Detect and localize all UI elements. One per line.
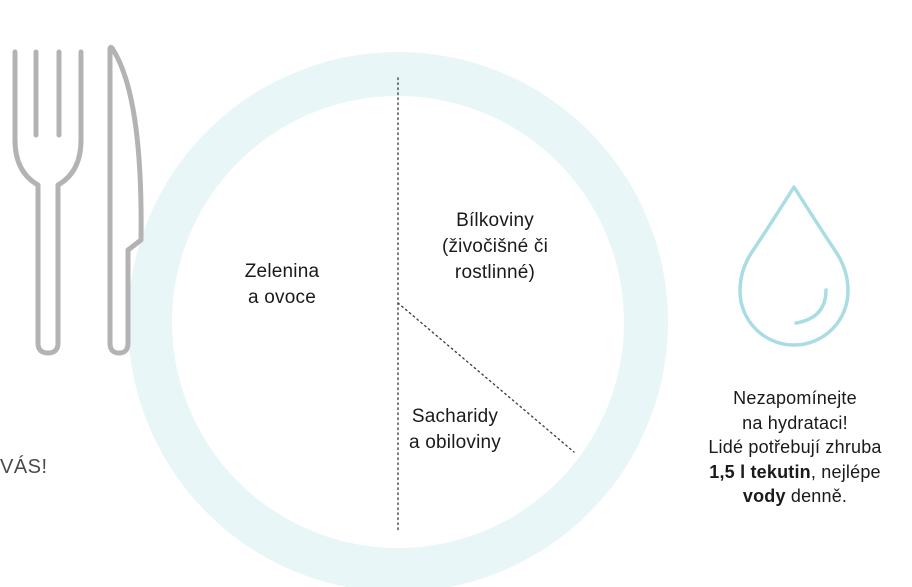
- label-carbs-line: Sacharidy: [411, 406, 499, 427]
- label-proteins-line: rostlinné): [454, 262, 536, 283]
- hydration-line: vody denně.: [680, 484, 910, 509]
- label-vegetables: Zelenina a ovoce: [212, 259, 352, 311]
- knife-icon: [107, 44, 144, 356]
- water-drop-icon: [738, 185, 850, 347]
- left-partial-text: VÁS!: [0, 456, 48, 478]
- label-carbs-line: a obiloviny: [409, 432, 501, 453]
- label-vegetables-line: a ovoce: [248, 287, 316, 308]
- label-proteins-line: (živočišné či: [441, 236, 549, 257]
- hydration-line: Lidé potřebují zhruba: [708, 437, 882, 457]
- hydration-line: 1,5 l tekutin, nejlépe: [680, 460, 910, 485]
- fork-icon: [12, 49, 84, 356]
- plate-ring: [128, 52, 668, 587]
- label-proteins-line: Bílkoviny: [456, 210, 534, 231]
- label-carbs: Sacharidy a obiloviny: [390, 404, 520, 456]
- hydration-amount: 1,5 l tekutin: [709, 461, 811, 482]
- hydration-water-rest: denně.: [785, 486, 848, 506]
- hydration-line: na hydrataci!: [742, 412, 848, 433]
- hydration-amount-rest: , nejlépe: [810, 461, 881, 482]
- hydration-note: Nezapomínejte na hydrataci! Lidé potřebu…: [680, 386, 910, 509]
- plate-divider-diagonal: [397, 302, 575, 453]
- hydration-water: vody: [742, 486, 786, 506]
- label-proteins: Bílkoviny (živočišné či rostlinné): [410, 208, 580, 286]
- hydration-line: Nezapomínejte: [733, 388, 857, 408]
- label-vegetables-line: Zelenina: [244, 261, 320, 282]
